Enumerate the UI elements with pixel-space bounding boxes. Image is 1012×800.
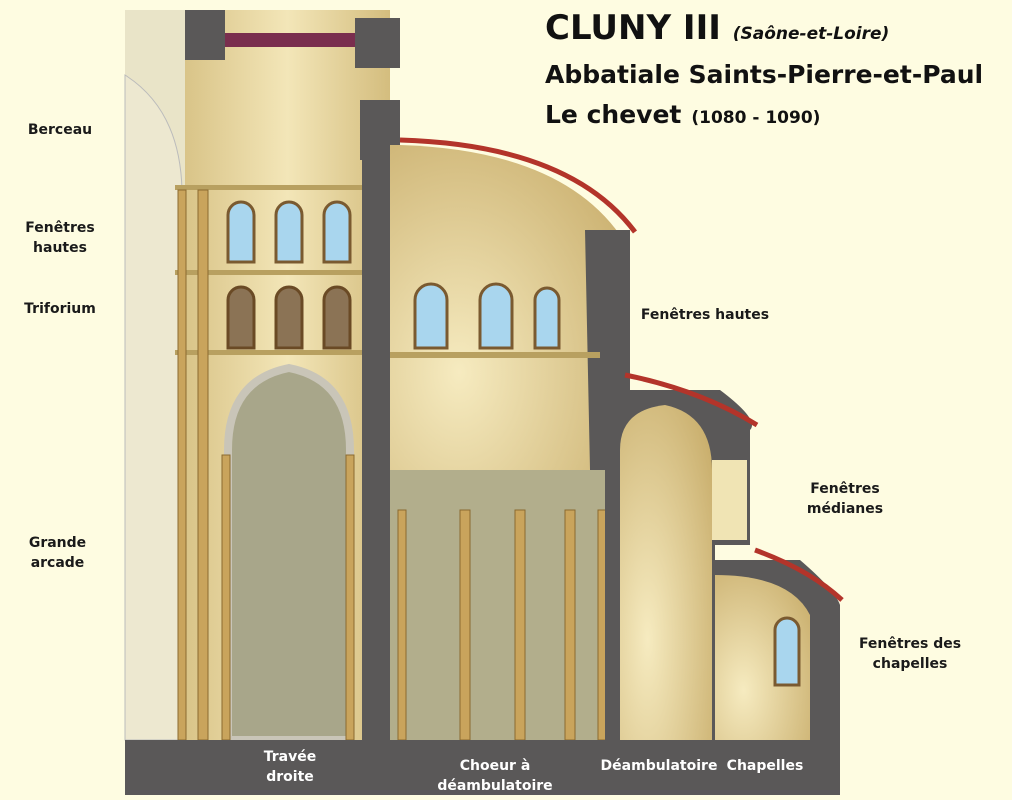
grand-arcade-arch	[224, 363, 354, 744]
label-deambulatoire: Déambulatoire	[600, 758, 718, 774]
label-fenetres-medianes: Fenêtres médianes	[806, 481, 884, 517]
label-travee-droite: Travée droite	[263, 749, 317, 785]
triforium-arches	[226, 285, 352, 350]
median-window	[712, 460, 747, 540]
ground-section	[125, 740, 840, 795]
chapel-window	[773, 616, 801, 687]
apse-roof	[399, 137, 638, 234]
subtitle: Abbatiale Saints-Pierre-et-Paul	[545, 60, 984, 89]
label-fenetres-chapelles: Fenêtres des chapelles	[858, 636, 962, 672]
title: CLUNY III (Saône-et-Loire)	[545, 8, 890, 48]
ambulatory-roof	[624, 372, 759, 428]
label-fenetres-hautes: Fenêtres hautes	[25, 220, 95, 256]
barrel-vault-arch	[124, 74, 183, 741]
label-berceau: Berceau	[27, 122, 93, 138]
nave-high-windows	[226, 200, 352, 264]
label-grande-arcade: Grande arcade	[28, 535, 87, 571]
chapel-roof	[754, 547, 844, 602]
region: (Saône-et-Loire)	[732, 24, 890, 44]
dates: (1080 - 1090)	[691, 108, 821, 128]
label-chapelles: Chapelles	[726, 758, 804, 774]
label-apse-fenetres-hautes: Fenêtres hautes	[640, 307, 770, 323]
part-title: Le chevet(1080 - 1090)	[545, 100, 821, 129]
label-triforium: Triforium	[24, 301, 96, 317]
ambulatory-vault	[620, 405, 712, 740]
label-choeur: Choeur à déambulatoire	[437, 758, 553, 794]
chapel-vault	[715, 575, 810, 740]
apse-high-windows	[413, 282, 561, 350]
